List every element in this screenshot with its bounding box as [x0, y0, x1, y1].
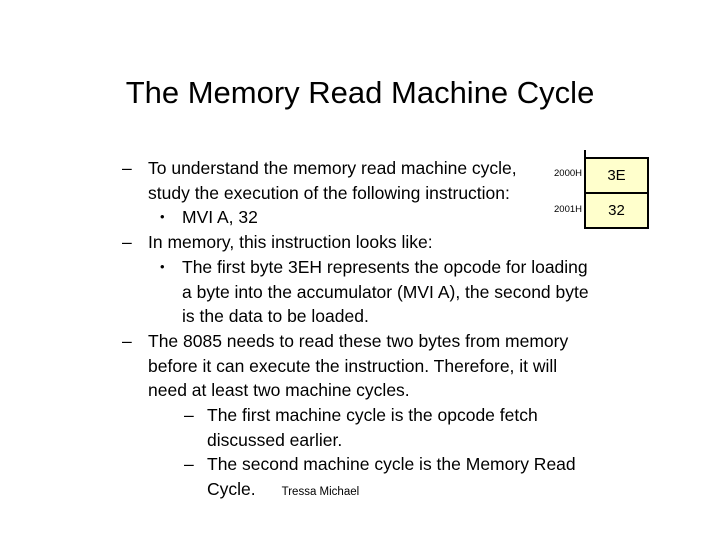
memory-address-label: 2000H — [554, 168, 582, 179]
list-item-line: discussed earlier. — [207, 429, 343, 450]
memory-address-label: 2001H — [554, 204, 582, 215]
memory-table: 3E 32 — [584, 157, 649, 229]
list-item: – In memory, this instruction looks like… — [122, 230, 682, 255]
list-item-line: MVI A, 32 — [182, 207, 258, 228]
dash-bullet-icon: – — [122, 232, 132, 253]
memory-cell-value: 32 — [586, 194, 647, 227]
list-item-line: need at least two machine cycles. — [148, 380, 410, 401]
list-item-line: a byte into the accumulator (MVI A), the… — [182, 281, 589, 302]
list-item-last-line: Cycle. Tressa Michael — [207, 477, 682, 502]
list-item-line: The first machine cycle is the opcode fe… — [207, 405, 538, 426]
list-item: – To understand the memory read machine … — [122, 156, 682, 205]
list-item-line: The second machine cycle is the Memory R… — [207, 454, 576, 475]
list-item: – The 8085 needs to read these two bytes… — [122, 329, 682, 403]
list-item-line: In memory, this instruction looks like: — [148, 232, 433, 253]
dot-bullet-icon: • — [160, 258, 165, 274]
memory-table-tick-icon — [584, 150, 586, 159]
dash-bullet-icon: – — [184, 454, 194, 475]
author-footer: Tressa Michael — [281, 486, 360, 499]
dash-bullet-icon: – — [122, 330, 132, 351]
dot-bullet-icon: • — [160, 209, 165, 225]
page-title: The Memory Read Machine Cycle — [125, 75, 595, 110]
dash-bullet-icon: – — [184, 405, 194, 426]
list-item: – The second machine cycle is the Memory… — [122, 452, 682, 501]
list-item: • The first byte 3EH represents the opco… — [122, 255, 682, 329]
list-item-line-text: Cycle. — [207, 479, 256, 500]
list-item-line: is the data to be loaded. — [182, 306, 369, 327]
list-item-line: study the execution of the following ins… — [148, 182, 510, 203]
list-item-line: The 8085 needs to read these two bytes f… — [148, 330, 569, 351]
list-item-line: To understand the memory read machine cy… — [148, 158, 517, 178]
dash-bullet-icon: – — [122, 158, 132, 178]
list-item-line: The first byte 3EH represents the opcode… — [182, 256, 588, 277]
slide-body: – To understand the memory read machine … — [122, 156, 682, 502]
memory-cell-value: 3E — [586, 159, 647, 194]
list-item-line: before it can execute the instruction. T… — [148, 355, 558, 376]
list-item: • MVI A, 32 — [122, 205, 682, 230]
list-item: – The first machine cycle is the opcode … — [122, 403, 682, 452]
